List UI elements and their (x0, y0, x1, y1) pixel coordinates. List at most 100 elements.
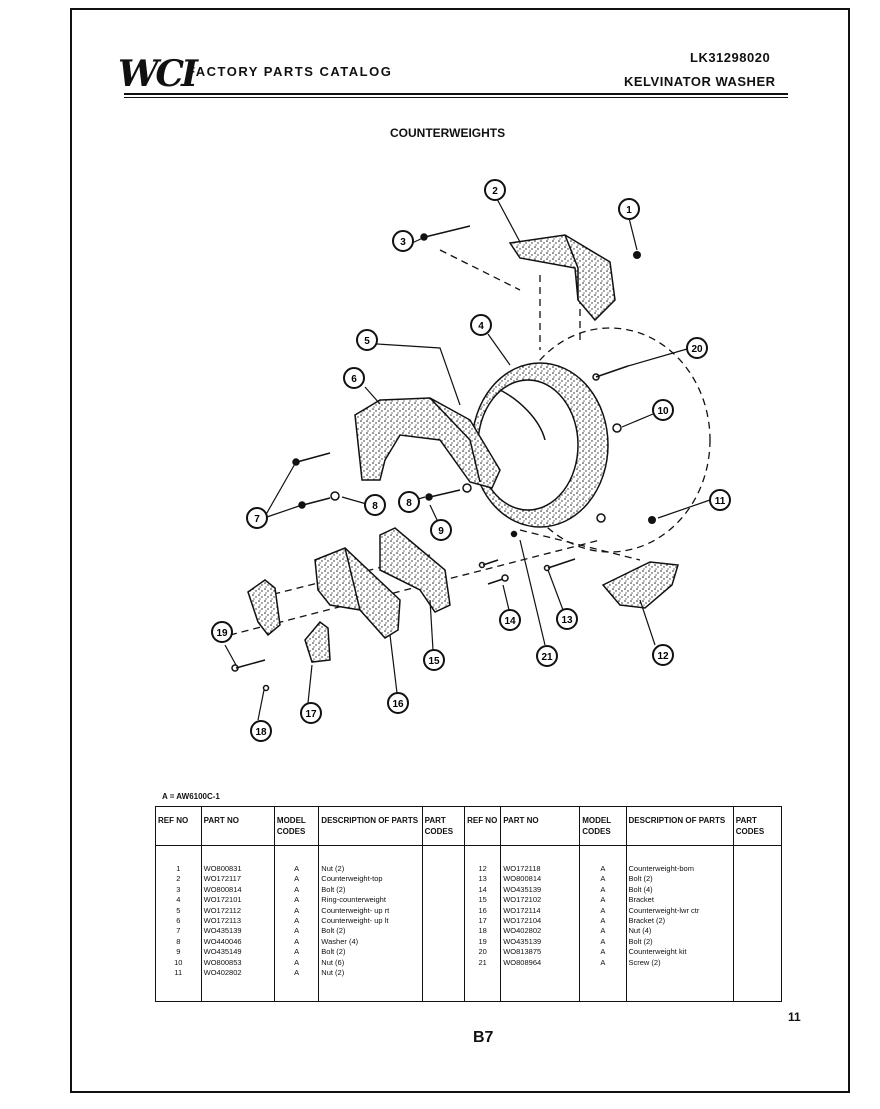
callout-11: 11 (709, 489, 731, 511)
col-ref-no: REF NO (155, 806, 202, 846)
table-cell-model: A (273, 936, 320, 948)
table-cell-part: WO440046 (200, 936, 275, 948)
callout-1: 1 (618, 198, 640, 220)
table-cell-empty (464, 978, 502, 1002)
table-cell-model: A (273, 968, 320, 979)
table-cell-part: WO172112 (200, 905, 275, 917)
callout-9: 9 (0, 0, 3, 3)
table-cell-ref: 13 (464, 874, 502, 885)
table-cell-empty (155, 978, 202, 1002)
table-cell-desc: Bracket (625, 895, 734, 906)
col-model-codes: MODEL CODES (273, 806, 320, 846)
table-cell-ref: 7 (155, 926, 202, 937)
table-cell-model: A (579, 884, 627, 896)
callout-6: 6 (343, 367, 365, 389)
table-cell-desc: Bolt (2) (625, 936, 734, 948)
table-cell-code (421, 947, 466, 958)
callout-12: 12 (652, 644, 674, 666)
table-cell-ref: 12 (464, 845, 502, 875)
table-cell-ref: 11 (155, 968, 202, 979)
table-cell-model: A (273, 905, 320, 917)
table-cell-code (732, 947, 783, 958)
table-cell-model: A (273, 916, 320, 927)
table-cell-model: A (273, 957, 320, 969)
page-frame (70, 8, 850, 1093)
table-cell-ref: 16 (464, 905, 502, 917)
table-cell-ref: 19 (464, 936, 502, 948)
nut-part-1 (633, 251, 641, 259)
table-cell-part: WO800853 (200, 957, 275, 969)
table-cell-desc: Counterweight-bom (625, 845, 734, 875)
svg-text:2: 2 (492, 186, 498, 197)
table-cell-desc: Counterweight-lwr ctr (625, 905, 734, 917)
table-cell-ref: 17 (464, 916, 502, 927)
bolt-part-19 (231, 659, 270, 692)
table-cell-desc: Bolt (2) (318, 884, 423, 896)
table-cell-code (732, 905, 783, 917)
table-cell-part: WO172118 (500, 845, 581, 875)
col-description: DESCRIPTION OF PARTS (625, 806, 734, 846)
svg-text:4: 4 (478, 321, 484, 332)
svg-text:5: 5 (364, 336, 370, 347)
counterweight-top (508, 234, 616, 322)
table-cell-model: A (579, 916, 627, 927)
table-cell-desc: Screw (2) (625, 957, 734, 969)
table-cell-part: WO172114 (500, 905, 581, 917)
table-cell-code (732, 845, 783, 875)
table-cell-ref: 2 (155, 874, 202, 885)
table-cell-empty (273, 978, 320, 1002)
bolt-part-3 (420, 225, 471, 241)
table-cell-part: WO172102 (500, 895, 581, 906)
callout-18: 18 (250, 720, 272, 742)
table-cell-ref (464, 968, 502, 979)
table-cell-desc: Nut (4) (625, 926, 734, 937)
callout-3: 3 (392, 230, 414, 252)
table-cell-code (732, 895, 783, 906)
table-cell-desc: Counterweight- up rt (318, 905, 423, 917)
svg-text:1: 1 (626, 205, 632, 216)
table-cell-model: A (273, 874, 320, 885)
table-cell-desc: Nut (2) (318, 845, 423, 875)
table-cell-part: WO402802 (500, 926, 581, 937)
callout-10: 10 (652, 399, 674, 421)
table-cell-desc: Bracket (2) (625, 916, 734, 927)
table-cell-desc: Washer (4) (318, 936, 423, 948)
table-cell-part: WO435149 (200, 947, 275, 958)
svg-text:18: 18 (255, 727, 267, 738)
table-cell-model: A (579, 845, 627, 875)
header-rule (124, 97, 788, 98)
wci-logo: WCI (118, 53, 198, 95)
callout-15: 15 (423, 649, 445, 671)
svg-text:20: 20 (691, 344, 703, 355)
table-cell-desc (625, 968, 734, 979)
table-cell-desc: Nut (2) (318, 968, 423, 979)
svg-text:6: 6 (351, 374, 357, 385)
callout-13: 13 (556, 608, 578, 630)
callout-19: 19 (211, 621, 233, 643)
table-spacer-row (155, 978, 783, 1002)
table-cell-desc: Counterweight-top (318, 874, 423, 885)
table-cell-empty (318, 978, 423, 1002)
table-cell-code (421, 884, 466, 896)
callout-20: 20 (686, 337, 708, 359)
table-cell-model: A (579, 936, 627, 948)
product-name: KELVINATOR WASHER (624, 74, 776, 89)
table-cell-desc: Counterweight kit (625, 947, 734, 958)
table-cell-part: WO172113 (200, 916, 275, 927)
table-cell-code (421, 895, 466, 906)
svg-text:13: 13 (561, 615, 573, 626)
catalog-title: FACTORY PARTS CATALOG (187, 64, 393, 79)
svg-text:15: 15 (428, 656, 440, 667)
table-cell-code (421, 845, 466, 875)
callout-9: 9 (430, 519, 452, 541)
table-cell-part: WO808964 (500, 957, 581, 969)
table-cell-desc: Nut (6) (318, 957, 423, 969)
